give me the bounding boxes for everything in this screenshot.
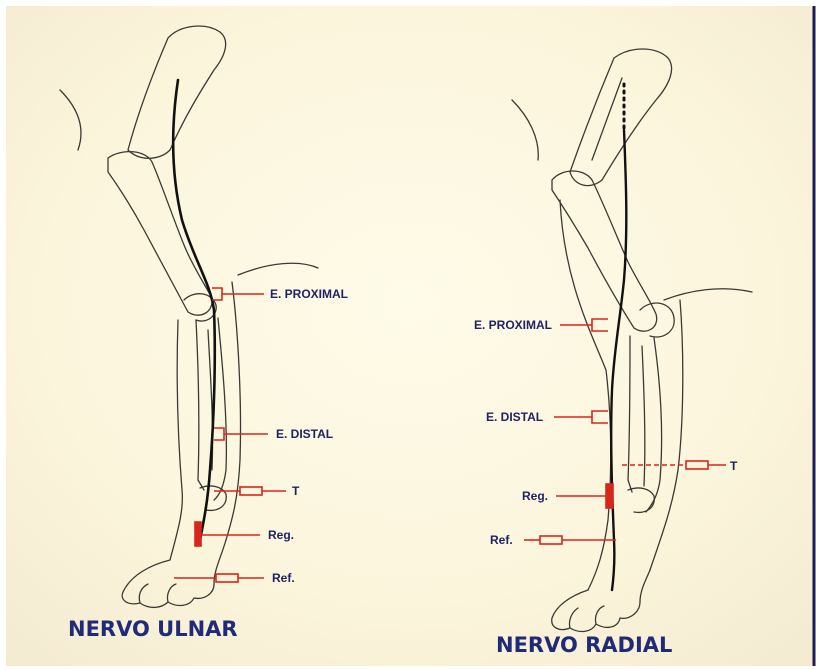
paper-panel: [6, 6, 814, 666]
ulnar-label-distal: E. DISTAL: [276, 427, 333, 441]
ulnar-label-t: T: [292, 484, 300, 498]
radial-label-distal: E. DISTAL: [486, 410, 543, 424]
radial-label-t: T: [730, 459, 738, 473]
radial-label-ref: Ref.: [490, 533, 513, 547]
ulnar-label-reg: Reg.: [268, 528, 294, 542]
radial-title: NERVO RADIAL: [496, 633, 672, 657]
radial-label-proximal: E. PROXIMAL: [474, 318, 552, 332]
ulnar-label-proximal: E. PROXIMAL: [270, 287, 348, 301]
radial-reg-electrode: [606, 484, 613, 508]
ulnar-label-ref: Ref.: [272, 571, 295, 585]
radial-label-reg: Reg.: [522, 489, 548, 503]
ulnar-reg-electrode: [195, 522, 201, 546]
ulnar-title: NERVO ULNAR: [68, 617, 238, 641]
